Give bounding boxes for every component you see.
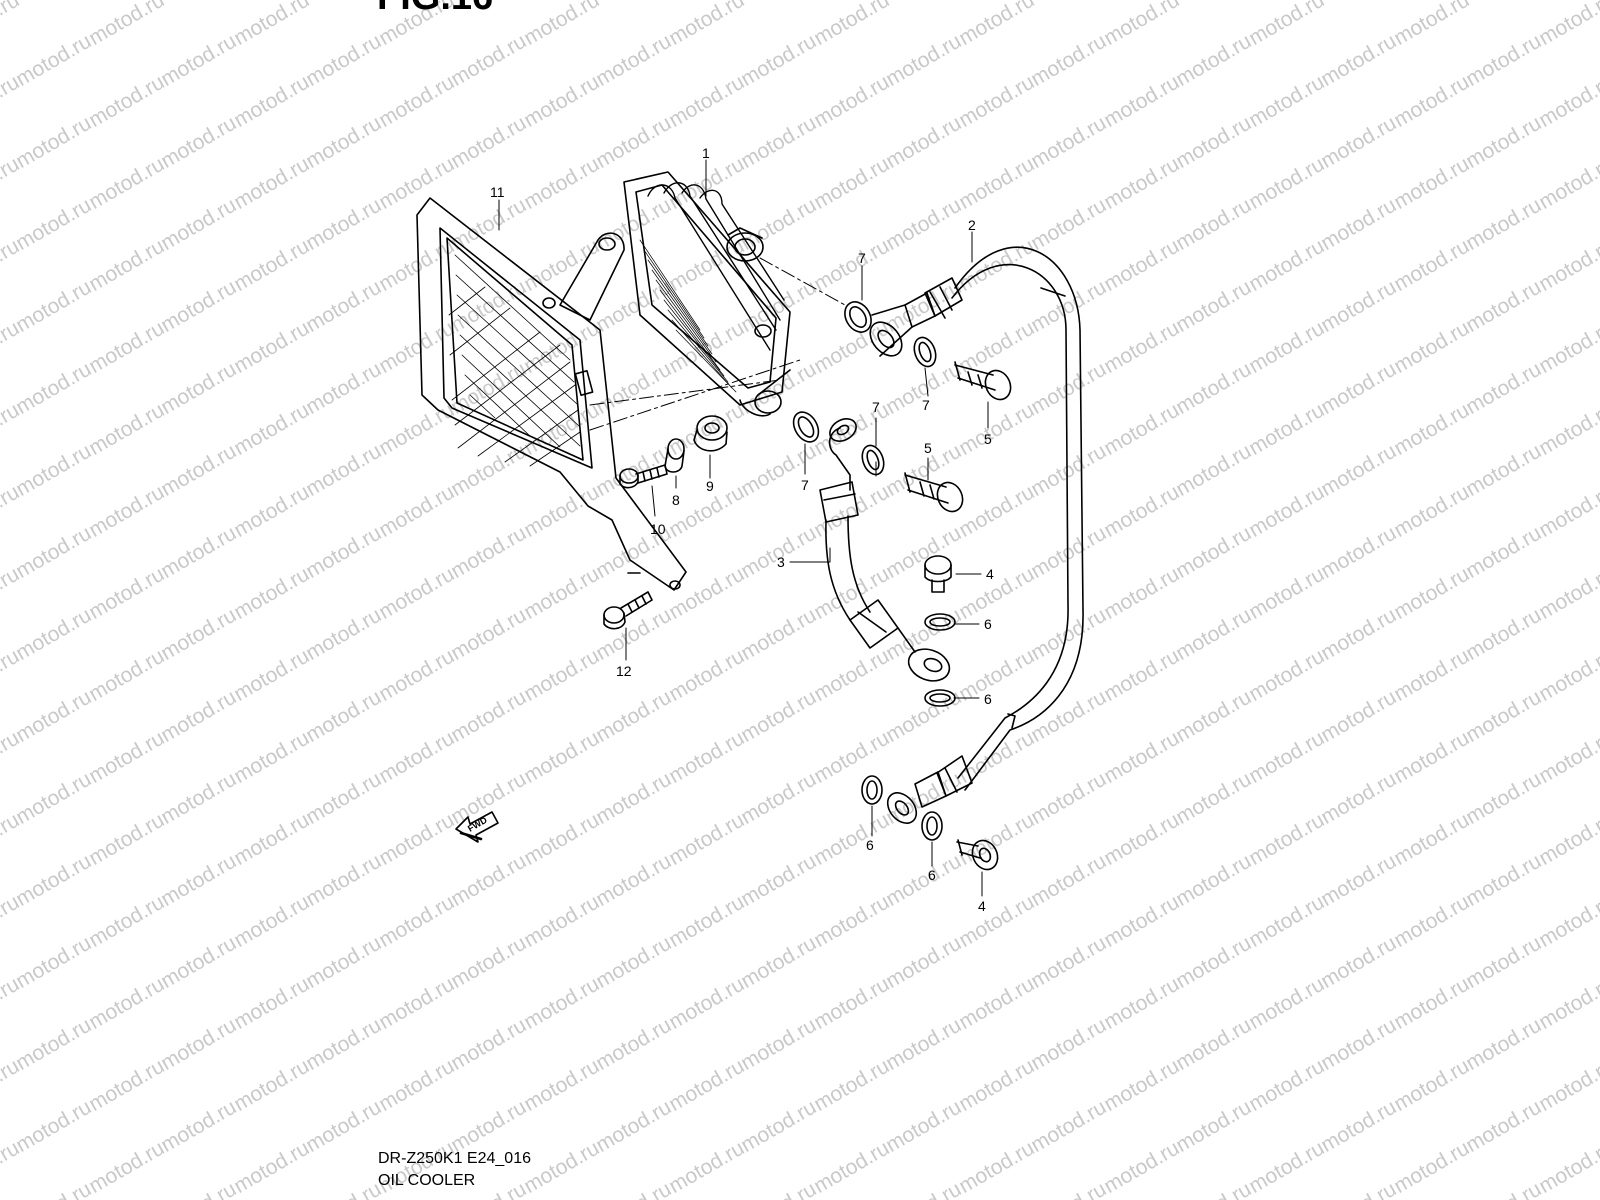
part-7-o-ring	[792, 411, 820, 443]
part-7-o-ring	[844, 301, 872, 333]
callout-2: 2	[968, 217, 976, 233]
callout-11: 11	[490, 184, 505, 200]
part-7-o-ring	[913, 336, 937, 368]
callout-1: 1	[702, 145, 710, 161]
part-12-bolt	[603, 591, 653, 630]
part-10-bolt	[619, 464, 668, 489]
callout-9: 9	[706, 478, 714, 494]
callout-4-lower: 4	[978, 898, 986, 914]
fwd-arrow	[455, 811, 499, 843]
part-11-cooler-guard	[416, 197, 687, 591]
callout-6-lower-left: 6	[866, 837, 874, 853]
callout-6-lower-right: 6	[928, 867, 936, 883]
callout-4-upper: 4	[986, 566, 994, 582]
part-6-washer	[921, 811, 943, 841]
part-3-oil-hose	[819, 418, 951, 682]
diagram-footer: DR-Z250K1 E24_016 OIL COOLER	[378, 1148, 531, 1192]
callout-8: 8	[672, 492, 680, 508]
part-4-union-bolt	[956, 839, 999, 871]
figure-title: FIG.16	[377, 0, 493, 16]
part-2-oil-hose	[869, 246, 1084, 824]
callout-12: 12	[616, 663, 632, 679]
part-5-union-bolt	[954, 361, 1012, 401]
part-9-cushion	[693, 415, 728, 452]
part-6-washer	[924, 613, 956, 631]
callout-6-middle: 6	[984, 691, 992, 707]
part-4-union-bolt	[924, 555, 952, 593]
callout-6-upper: 6	[984, 616, 992, 632]
diagram-title: OIL COOLER	[378, 1172, 476, 1189]
part-7-o-ring	[861, 444, 885, 476]
part-6-washer	[861, 775, 883, 805]
callout-3: 3	[777, 554, 785, 570]
diagram-code: DR-Z250K1 E24_016	[378, 1150, 531, 1167]
part-5-union-bolt	[904, 472, 964, 513]
part-6-washer	[924, 689, 956, 707]
callout-5-lower: 5	[924, 440, 932, 456]
part-1-oil-cooler	[623, 171, 791, 417]
part-8-collar	[664, 438, 685, 473]
callout-7-upper-right: 7	[922, 397, 930, 413]
callout-7-lower: 7	[801, 477, 809, 493]
callout-7-middle: 7	[872, 399, 880, 415]
callout-5-upper: 5	[984, 431, 992, 447]
callout-7-top: 7	[858, 250, 866, 266]
callout-10: 10	[650, 521, 666, 537]
